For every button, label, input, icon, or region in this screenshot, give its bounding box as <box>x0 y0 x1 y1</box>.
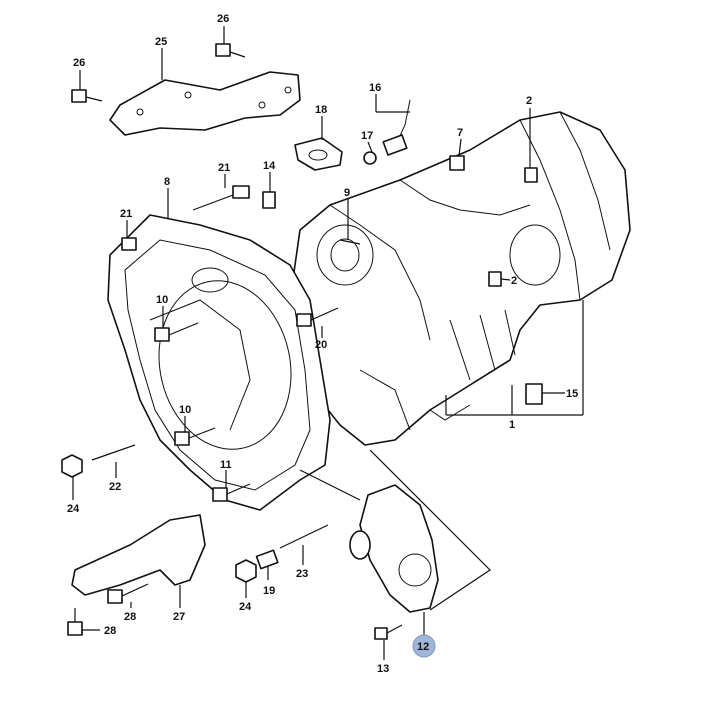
callout-9[interactable]: 9 <box>344 187 350 199</box>
callout-25[interactable]: 25 <box>155 36 167 48</box>
callout-7[interactable]: 7 <box>457 127 463 139</box>
callout-10b[interactable]: 10 <box>179 404 191 416</box>
callout-20[interactable]: 20 <box>315 339 327 351</box>
callout-8[interactable]: 8 <box>164 176 170 188</box>
leader-lines <box>72 26 584 660</box>
callout-24a[interactable]: 24 <box>67 503 80 515</box>
callout-26a[interactable]: 26 <box>217 13 229 25</box>
sensor-part-16 <box>363 99 411 165</box>
callout-labels: 26 26 25 18 16 17 2 7 21 14 8 9 21 2 10 … <box>67 13 578 675</box>
callout-2a[interactable]: 2 <box>526 95 532 107</box>
callout-1[interactable]: 1 <box>509 419 515 431</box>
callout-22[interactable]: 22 <box>109 481 121 493</box>
callout-24b[interactable]: 24 <box>239 601 252 613</box>
cover-part-12 <box>349 484 439 613</box>
callout-23[interactable]: 23 <box>296 568 308 580</box>
transmission-case <box>289 111 631 446</box>
callout-28a[interactable]: 28 <box>124 611 136 623</box>
cover-plate-part-18 <box>294 137 343 171</box>
highlight-circle-12 <box>412 634 436 658</box>
bracket-part-25 <box>109 71 301 136</box>
callout-27[interactable]: 27 <box>173 611 185 623</box>
callout-11[interactable]: 11 <box>220 459 232 471</box>
callout-18[interactable]: 18 <box>315 104 327 116</box>
callout-21a[interactable]: 21 <box>218 162 230 174</box>
callout-12[interactable]: 12 <box>417 641 429 653</box>
callout-21b[interactable]: 21 <box>120 208 132 220</box>
callout-13[interactable]: 13 <box>377 663 389 675</box>
callout-2b[interactable]: 2 <box>511 275 517 287</box>
callout-10a[interactable]: 10 <box>156 294 168 306</box>
bracket-part-27 <box>71 514 206 596</box>
fasteners <box>61 43 543 640</box>
callout-15[interactable]: 15 <box>566 388 578 400</box>
callout-16[interactable]: 16 <box>369 82 381 94</box>
callout-17[interactable]: 17 <box>361 130 373 142</box>
callout-28b[interactable]: 28 <box>104 625 116 637</box>
callout-14[interactable]: 14 <box>263 160 276 172</box>
callout-19[interactable]: 19 <box>263 585 275 597</box>
case-half-part-8 <box>107 214 331 511</box>
callout-26b[interactable]: 26 <box>73 57 85 69</box>
